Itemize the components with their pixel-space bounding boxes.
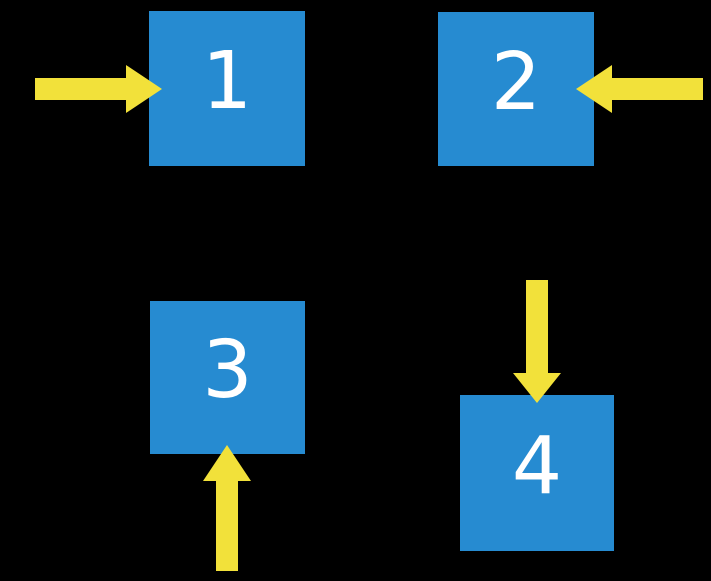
arrow-right-icon — [35, 65, 162, 113]
box-2-label: 2 — [490, 35, 542, 128]
box-1-label: 1 — [201, 35, 253, 127]
numbered-box-2[interactable]: 2 — [438, 12, 594, 166]
numbered-box-4[interactable]: 4 — [460, 395, 614, 551]
box-3-label: 3 — [202, 324, 253, 416]
arrow-down-icon — [513, 280, 561, 403]
arrow-up-icon — [203, 445, 251, 571]
box-4-label: 4 — [511, 419, 563, 512]
numbered-box-1[interactable]: 1 — [149, 11, 305, 166]
arrow-left-icon — [576, 65, 703, 113]
numbered-box-3[interactable]: 3 — [150, 301, 305, 454]
